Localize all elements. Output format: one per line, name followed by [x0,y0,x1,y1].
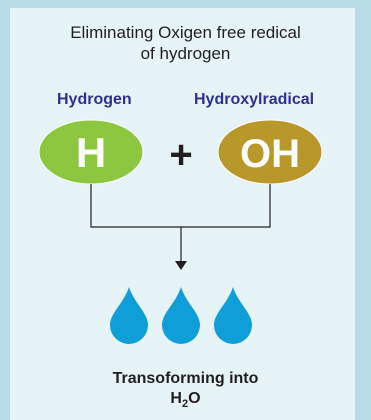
hydrogen-symbol: H [76,129,106,176]
diagram-panel [10,8,355,420]
arrow-down-icon [175,261,187,270]
plus-operator: + [169,133,192,177]
result-caption: Transoforming into H2O [0,369,371,414]
hydroxyl-symbol: OH [240,132,300,176]
formula-h: H [170,390,182,407]
caption-line-1: Transoforming into [112,370,259,387]
formula-o: O [188,390,201,407]
title-line-2: of hydrogen [140,44,231,63]
hydroxyl-label: Hydroxylradical [194,91,315,108]
title-line-1: Eliminating Oxigen free redical [70,23,301,42]
water-formula: H2O [0,389,371,414]
diagram-title: Eliminating Oxigen free redical of hydro… [0,22,371,64]
formula-subscript: 2 [181,398,189,411]
water-droplet-icon [110,287,148,344]
hydrogen-label: Hydrogen [57,91,132,108]
connector-lines [90,184,271,262]
water-droplet-icon [162,287,200,344]
water-droplet-icon [214,287,252,344]
